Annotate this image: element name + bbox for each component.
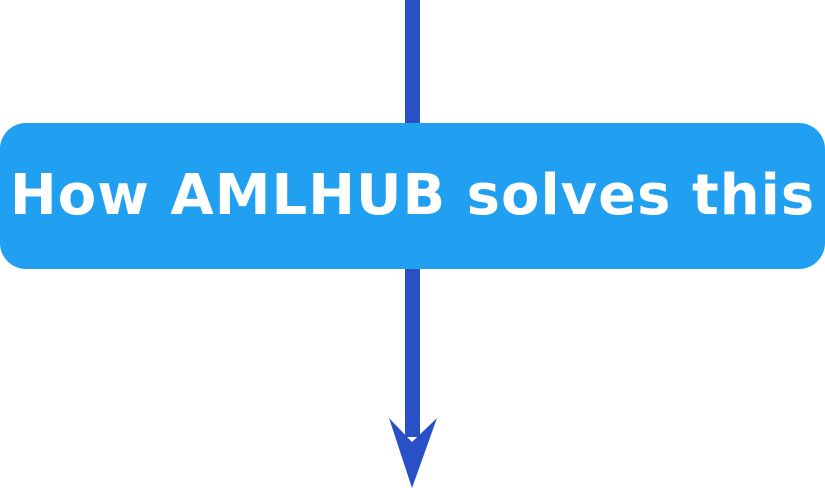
connector-line-top [405,0,420,130]
connector-line-bottom [405,262,420,437]
arrow-down-icon [389,418,437,488]
banner-title: How AMLHUB solves this [9,163,816,228]
section-banner: How AMLHUB solves this [0,123,825,269]
